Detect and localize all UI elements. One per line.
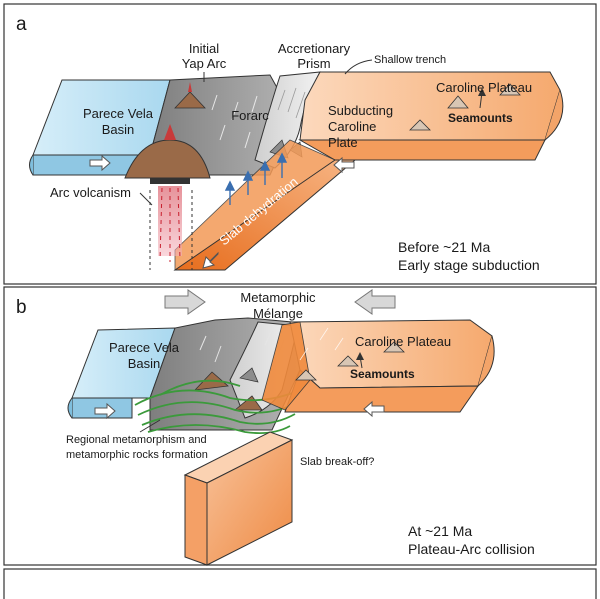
label-seamounts-a: Seamounts (448, 111, 513, 125)
label-parece-vela-a2: Basin (102, 122, 135, 137)
label-arc-volcanism: Arc volcanism (50, 185, 131, 200)
seamount-pointer-head-b (356, 352, 364, 360)
label-subducting: Subducting (328, 103, 393, 118)
dehydration-arrows (224, 152, 288, 205)
panel-b: b (3, 286, 597, 566)
stage-a-line2: Early stage subduction (398, 257, 540, 273)
panel-a-letter: a (16, 14, 27, 35)
label-regional-metamorphism-2: metamorphic rocks formation (66, 449, 208, 461)
label-parece-vela-a1: Parece Vela (83, 106, 154, 121)
seamount-pointer-head (478, 88, 486, 96)
caroline-plateau-block (261, 319, 495, 413)
broken-slab-block (183, 431, 294, 566)
panel-b-letter: b (16, 297, 27, 318)
plate-motion-arrows (89, 154, 355, 269)
label-metamorphic: Metamorphic (240, 290, 316, 305)
label-accretionary: Accretionary (278, 41, 351, 56)
label-yap-arc: Yap Arc (182, 56, 227, 71)
stage-b-line1: At ~21 Ma (408, 523, 472, 539)
label-prism: Prism (297, 56, 330, 71)
label-caroline-plateau-a: Caroline Plateau (436, 80, 532, 95)
panel-c-frame-partial (3, 568, 597, 599)
seamount-icons (409, 83, 521, 131)
label-parece-vela-b2: Basin (128, 356, 161, 371)
arc-volcanism-pointer (139, 192, 153, 206)
label-parece-vela-b1: Parece Vela (109, 340, 180, 355)
parece-vela-basin-block-b (67, 327, 176, 419)
label-forarc: Forarc (231, 108, 269, 123)
yap-arc-volcano (174, 82, 206, 109)
shallow-trench-pointer (344, 59, 373, 75)
label-melange: Mélange (253, 306, 303, 321)
label-slab-break-off: Slab break-off? (300, 456, 374, 468)
subducting-slab (173, 139, 357, 271)
metamorphic-bands (134, 379, 301, 435)
label-initial: Initial (189, 41, 219, 56)
label-regional-metamorphism-1: Regional metamorphism and (66, 434, 207, 446)
plate-motion-arrows-b (94, 400, 385, 420)
regional-metamorphism-pointer (139, 419, 161, 433)
label-plate: Plate (328, 135, 358, 150)
stage-b-line2: Plateau-Arc collision (408, 541, 535, 557)
stage-a-line1: Before ~21 Ma (398, 239, 490, 255)
panel-a: a (3, 3, 597, 285)
label-shallow-trench: Shallow trench (374, 54, 446, 66)
label-caroline: Caroline (328, 119, 376, 134)
arc-volcanism-vents (149, 186, 193, 270)
arc-cone (124, 124, 211, 184)
seamount-icons-b (295, 341, 405, 381)
label-caroline-plateau-b: Caroline Plateau (355, 334, 451, 349)
caroline-plate-block (298, 71, 564, 161)
convergence-arrows (164, 289, 396, 315)
label-seamounts-b: Seamounts (350, 367, 415, 381)
